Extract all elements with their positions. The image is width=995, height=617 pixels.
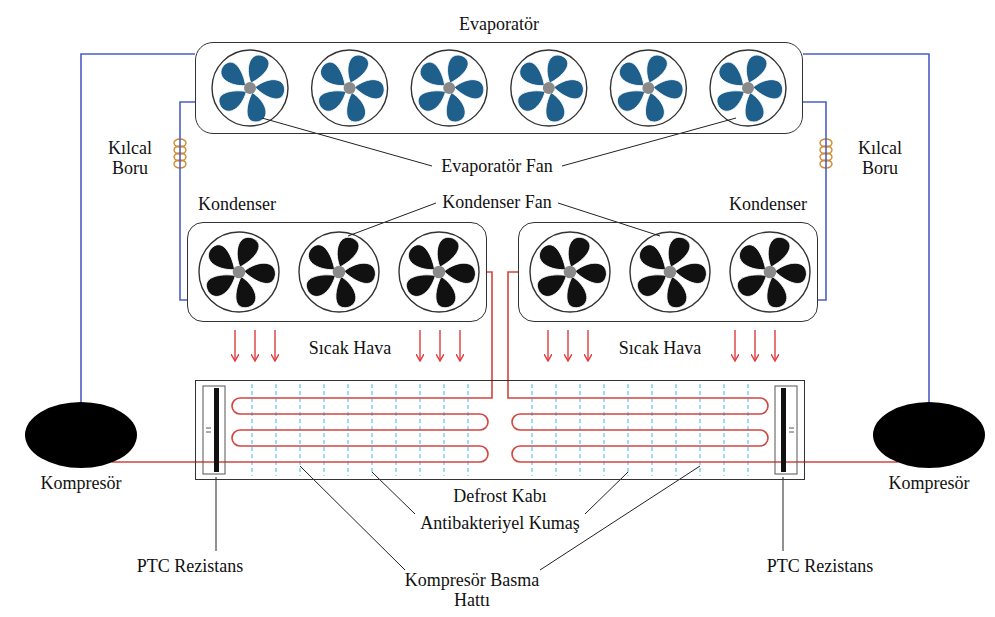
discharge-serpentine (508, 380, 805, 462)
node-label: Kondenser (729, 193, 807, 215)
fan (312, 50, 388, 126)
fan (511, 50, 587, 126)
refrigerant-line (805, 461, 898, 463)
compressor-shape (873, 402, 985, 468)
part-label: PTC Rezistans (767, 556, 874, 576)
fan (630, 232, 710, 312)
compressor-shape (25, 402, 137, 468)
compressor-body (25, 402, 137, 468)
fan (399, 232, 479, 312)
fan-hub (543, 82, 555, 94)
part-label: Sıcak Hava (309, 338, 391, 358)
node-label: Evaporatör (196, 13, 802, 35)
fan-hub (433, 266, 446, 279)
part-label: Kılcal Boru (95, 138, 165, 178)
discharge-serpentine (195, 380, 492, 462)
refrigerant-line (508, 272, 518, 380)
ptc-heater (775, 386, 797, 474)
fan-hub (244, 82, 256, 94)
compressor: Kompresör (25, 402, 137, 468)
fan-hub (564, 266, 577, 279)
fan (710, 50, 786, 126)
part-label: Kondenser Fan (442, 192, 551, 212)
evaporator-box: Evaporatör (195, 42, 803, 134)
condenser-box: Kondenser (518, 222, 818, 322)
refrigerant-line (81, 54, 195, 402)
fan-ring (399, 232, 479, 312)
fan-hub (233, 266, 246, 279)
compressor: Kompresör (873, 402, 985, 468)
fan-hub (764, 266, 777, 279)
fan-ring (630, 232, 710, 312)
fan-ring (299, 232, 379, 312)
node-label: Kompresör (833, 472, 995, 494)
compressor-body (873, 402, 985, 468)
fan (411, 50, 487, 126)
fan-ring (199, 232, 279, 312)
hot-air-arrows (235, 330, 775, 360)
fan (299, 232, 379, 312)
refrigerant-line (487, 272, 492, 380)
ptc-heater (203, 386, 225, 474)
refrigerant-line (112, 461, 195, 463)
node-label: Kondenser (198, 193, 276, 215)
fan-ring (730, 232, 810, 312)
fan-hub (443, 82, 455, 94)
node-label: Kompresör (0, 472, 177, 494)
part-label: Kompresör Basma Hattı (392, 570, 552, 610)
fan (212, 50, 288, 126)
fan (610, 50, 686, 126)
fan-ring (530, 232, 610, 312)
fan-ring (312, 50, 388, 126)
fan-hub (742, 82, 754, 94)
fan-hub (642, 82, 654, 94)
defrost-tray: Defrost Kabı (195, 380, 805, 480)
fan-ring (710, 50, 786, 126)
part-label: Kılcal Boru (845, 138, 915, 178)
fan (730, 232, 810, 312)
fan (199, 232, 279, 312)
part-label: Evaporatör Fan (441, 156, 552, 176)
condenser-box: Kondenser (187, 222, 487, 322)
fan-group (199, 50, 810, 312)
fan (530, 232, 610, 312)
part-label: Sıcak Hava (619, 338, 701, 358)
fan-hub (344, 82, 356, 94)
fan-ring (610, 50, 686, 126)
part-label: PTC Rezistans (137, 556, 244, 576)
refrigerant-line (803, 54, 929, 402)
part-label: Antibakteriyel Kumaş (420, 513, 579, 533)
fan-ring (212, 50, 288, 126)
fan-ring (511, 50, 587, 126)
fan-hub (333, 266, 346, 279)
fan-hub (664, 266, 677, 279)
node-label: Defrost Kabı (156, 485, 844, 507)
fan-ring (411, 50, 487, 126)
